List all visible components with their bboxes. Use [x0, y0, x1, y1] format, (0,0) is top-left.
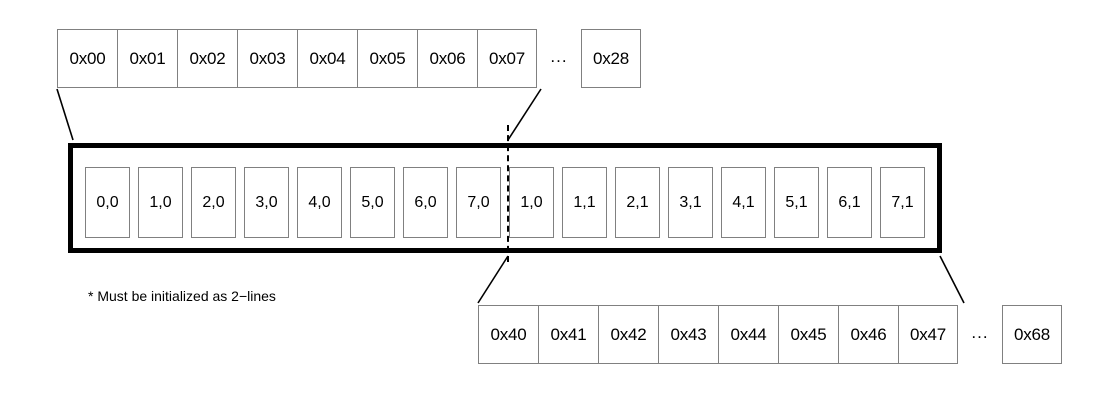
address-cell: 0x41: [538, 305, 598, 364]
cache-cell: 6,0: [403, 167, 448, 238]
address-cell: 0x47: [898, 305, 958, 364]
cache-cell: 3,1: [668, 167, 713, 238]
address-cell: 0x07: [477, 29, 537, 88]
address-ellipsis: ...: [550, 46, 568, 66]
footnote-text: * Must be initialized as 2−lines: [88, 288, 276, 304]
address-cell: 0x44: [718, 305, 778, 364]
cache-cell: 7,0: [456, 167, 501, 238]
address-cell: 0x40: [478, 305, 538, 364]
address-cell: 0x43: [658, 305, 718, 364]
way-divider-dashed-line: [507, 125, 509, 262]
connector-top-right: [507, 88, 542, 141]
cache-cell: 7,1: [880, 167, 925, 238]
address-cell: 0x45: [778, 305, 838, 364]
address-cell: 0x04: [297, 29, 357, 88]
cache-cell: 2,1: [615, 167, 660, 238]
address-cell: 0x02: [177, 29, 237, 88]
cache-cell: 4,1: [721, 167, 766, 238]
cache-cell: 4,0: [297, 167, 342, 238]
cache-cell: 5,0: [350, 167, 395, 238]
bottom-address-row: 0x40 0x41 0x42 0x43 0x44 0x45 0x46 0x47 …: [478, 305, 1062, 364]
cache-cell: 2,0: [191, 167, 236, 238]
cache-line-buffer: 0,0 1,0 2,0 3,0 4,0 5,0 6,0 7,0 1,0 1,1 …: [68, 143, 942, 253]
connector-bottom-left: [477, 255, 509, 304]
address-cell: 0x00: [57, 29, 117, 88]
connector-top-left: [56, 88, 74, 141]
cache-cell: 6,1: [827, 167, 872, 238]
address-cell: 0x01: [117, 29, 177, 88]
address-cell-tail: 0x28: [581, 29, 641, 88]
connector-bottom-right: [939, 255, 965, 304]
cache-cell: 3,0: [244, 167, 289, 238]
address-cell: 0x42: [598, 305, 658, 364]
cache-cell: 5,1: [774, 167, 819, 238]
address-cell: 0x03: [237, 29, 297, 88]
address-cell: 0x06: [417, 29, 477, 88]
cache-cell: 1,1: [562, 167, 607, 238]
address-cell: 0x46: [838, 305, 898, 364]
cache-cell: 1,0: [138, 167, 183, 238]
address-cell-tail: 0x68: [1002, 305, 1062, 364]
address-cell: 0x05: [357, 29, 417, 88]
top-address-row: 0x00 0x01 0x02 0x03 0x04 0x05 0x06 0x07 …: [57, 29, 641, 88]
cache-line-cells: 0,0 1,0 2,0 3,0 4,0 5,0 6,0 7,0 1,0 1,1 …: [85, 167, 925, 238]
cache-cell: 1,0: [509, 167, 554, 238]
address-ellipsis: ...: [971, 322, 989, 342]
cache-cell: 0,0: [85, 167, 130, 238]
